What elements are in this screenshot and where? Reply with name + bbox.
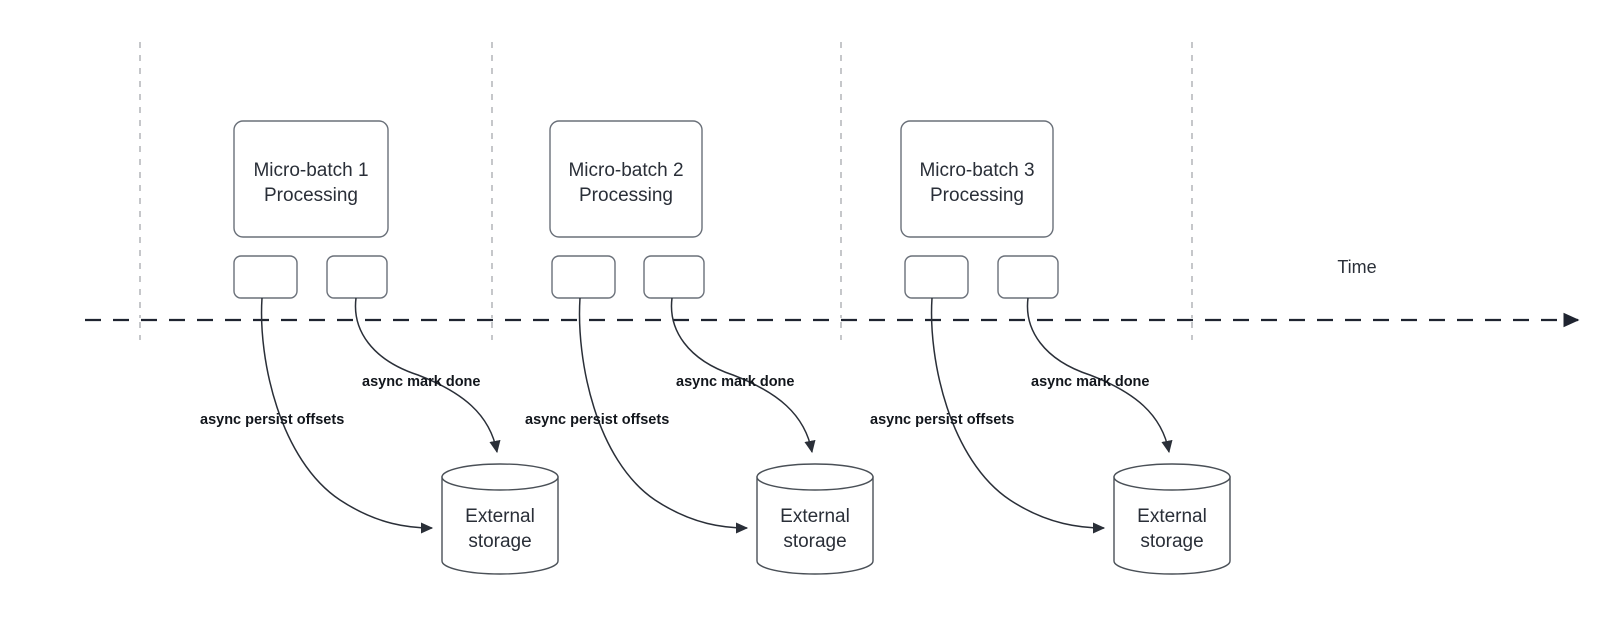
async-persist-offsets-edge-label: async persist offsets	[870, 412, 1014, 428]
micro-batch-task-slot-a[interactable]	[904, 255, 969, 299]
time-axis-label: Time	[1337, 257, 1376, 277]
batch-boundaries	[139, 42, 1193, 340]
external-storage-cylinder-top	[1113, 463, 1231, 491]
micro-batch-task-slot-b[interactable]	[643, 255, 705, 299]
external-storage-label-line1: External	[1137, 506, 1207, 527]
micro-batch-task-slot-b[interactable]	[997, 255, 1059, 299]
async-mark-done-edge-label: async mark done	[1031, 374, 1149, 390]
async-mark-done-edge	[354, 297, 501, 454]
external-storage-label-line2: storage	[1140, 531, 1203, 552]
external-storage-label-line2: storage	[468, 531, 531, 552]
micro-batch-task-slot-b[interactable]	[326, 255, 388, 299]
async-mark-done-edge	[670, 297, 816, 454]
micro-batch-box-line2: Processing	[579, 185, 673, 206]
async-mark-done-edge	[1026, 297, 1173, 454]
micro-batch-processing-box[interactable]	[233, 120, 389, 238]
external-storage-label-line1: External	[465, 506, 535, 527]
external-storage-cylinder-body[interactable]	[1113, 476, 1231, 575]
micro-batch-box-line1: Micro-batch 1	[253, 160, 368, 181]
async-persist-offsets-edge	[930, 297, 1106, 534]
async-mark-done-edge-label: async mark done	[362, 374, 480, 390]
micro-batch-processing-box[interactable]	[900, 120, 1054, 238]
async-mark-done-edge-label: async mark done	[676, 374, 794, 390]
async-persist-offsets-edge-label: async persist offsets	[200, 412, 344, 428]
micro-batch-box-line2: Processing	[930, 185, 1024, 206]
external-storage-cylinder-body[interactable]	[756, 476, 874, 575]
micro-batch-processing-box[interactable]	[549, 120, 703, 238]
micro-batch-box-line1: Micro-batch 3	[919, 160, 1034, 181]
external-storage-cylinder-body[interactable]	[441, 476, 559, 575]
micro-batch-task-slot-a[interactable]	[233, 255, 298, 299]
external-storage-cylinder-top	[441, 463, 559, 491]
external-storage-cylinder-top	[756, 463, 874, 491]
time-axis: Time	[85, 257, 1580, 328]
async-persist-offsets-edge-label: async persist offsets	[525, 412, 669, 428]
async-persist-offsets-edge	[578, 297, 749, 534]
external-storage-label-line1: External	[780, 506, 850, 527]
micro-batch-box-line2: Processing	[264, 185, 358, 206]
micro-batch-box-line1: Micro-batch 2	[568, 160, 683, 181]
async-persist-offsets-edge	[260, 297, 434, 534]
micro-batch-task-slot-a[interactable]	[551, 255, 616, 299]
external-storage-label-line2: storage	[783, 531, 846, 552]
